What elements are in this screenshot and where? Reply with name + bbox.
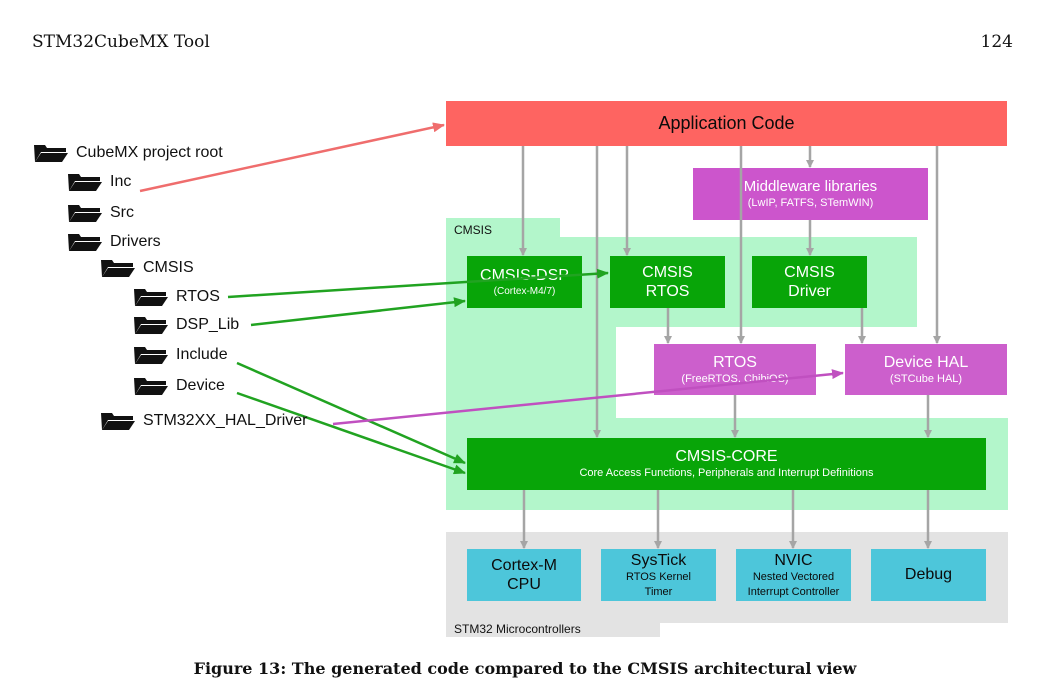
cmsis-region-left [446, 320, 616, 430]
cmsis-rtos-box: CMSIS RTOS [610, 256, 725, 308]
systick-box: SysTick RTOS Kernel Timer [601, 549, 716, 601]
cmsis-dsp-subtitle: (Cortex-M4/7) [493, 286, 556, 298]
stm32-region-label: STM32 Microcontrollers [454, 622, 581, 636]
tree-label-root: CubeMX project root [76, 144, 223, 161]
cmsis-driver-box: CMSIS Driver [752, 256, 867, 308]
tree-item-root: CubeMX project root [33, 142, 223, 164]
arrow-hal-driver-to-device-hal [332, 369, 844, 426]
page-number: 124 [980, 32, 1013, 52]
tree-item-device: Device [133, 375, 225, 397]
middleware-title: Middleware libraries [743, 177, 878, 195]
cortex-m-line1: Cortex-M [491, 556, 557, 574]
tree-item-rtos: RTOS [133, 286, 220, 308]
systick-line2: RTOS Kernel [625, 571, 691, 584]
device-hal-title: Device HAL [883, 353, 969, 371]
figure-caption: Figure 13: The generated code compared t… [193, 659, 857, 678]
tree-item-drivers: Drivers [67, 231, 161, 253]
tree-item-cmsis: CMSIS [100, 257, 194, 279]
systick-title: SysTick [630, 552, 687, 570]
folder-icon [101, 413, 135, 430]
folder-icon [68, 234, 102, 251]
arrow-dsp-lib-to-cmsis-dsp [250, 297, 466, 327]
tree-item-src: Src [67, 202, 134, 224]
tree-label-drivers: Drivers [110, 233, 161, 250]
tree-item-inc: Inc [67, 171, 131, 193]
device-hal-subtitle: (STCube HAL) [889, 372, 963, 385]
tree-item-include: Include [133, 344, 228, 366]
tree-item-hal-driver: STM32XX_HAL_Driver [100, 410, 308, 432]
debug-box: Debug [871, 549, 986, 601]
folder-icon [68, 174, 102, 191]
cortex-m-box: Cortex-M CPU [467, 549, 581, 601]
rtos-box: RTOS (FreeRTOS, ChibiOS) [654, 344, 816, 395]
page-header-title: STM32CubeMX Tool [32, 32, 210, 52]
tree-label-cmsis: CMSIS [143, 259, 194, 276]
folder-icon [134, 378, 168, 395]
device-hal-box: Device HAL (STCube HAL) [845, 344, 1007, 395]
nvic-title: NVIC [774, 552, 813, 570]
cmsis-core-subtitle: Core Access Functions, Peripherals and I… [579, 467, 874, 480]
systick-line3: Timer [644, 585, 673, 598]
folder-icon [134, 347, 168, 364]
application-code-box: Application Code [446, 101, 1007, 146]
nvic-line2: Nested Vectored [752, 571, 835, 584]
arrow-rtos-folder-to-cmsis-rtos [227, 268, 609, 299]
tree-label-dsp-lib: DSP_Lib [176, 316, 240, 333]
nvic-box: NVIC Nested Vectored Interrupt Controlle… [736, 549, 851, 601]
cmsis-driver-line2: Driver [788, 283, 831, 300]
cmsis-core-title: CMSIS-CORE [675, 448, 778, 466]
cmsis-core-box: CMSIS-CORE Core Access Functions, Periph… [467, 438, 986, 490]
debug-label: Debug [904, 566, 953, 584]
tree-label-hal-driver: STM32XX_HAL_Driver [143, 412, 308, 429]
tree-label-device: Device [176, 377, 225, 394]
application-code-label: Application Code [658, 112, 795, 133]
folder-icon [34, 145, 68, 162]
cmsis-region-label: CMSIS [454, 223, 493, 237]
cmsis-dsp-box: CMSIS-DSP (Cortex-M4/7) [467, 256, 582, 308]
folder-icon [68, 205, 102, 222]
middleware-box: Middleware libraries (LwIP, FATFS, STemW… [693, 168, 928, 220]
cortex-m-line2: CPU [507, 576, 541, 593]
cmsis-rtos-line2: RTOS [645, 283, 690, 300]
arrow-inc-to-app [139, 122, 445, 193]
arrow-include-to-core [236, 361, 466, 465]
cmsis-driver-line1: CMSIS [784, 263, 835, 281]
rtos-title: RTOS [713, 353, 757, 371]
tree-label-rtos: RTOS [176, 288, 220, 305]
folder-icon [134, 289, 168, 306]
nvic-line3: Interrupt Controller [747, 585, 840, 598]
cmsis-rtos-line1: CMSIS [642, 263, 693, 281]
middleware-subtitle: (LwIP, FATFS, STemWIN) [747, 196, 874, 209]
tree-label-include: Include [176, 346, 228, 363]
stm32-label-tab [446, 620, 660, 637]
arrow-device-to-core [236, 391, 466, 475]
tree-label-src: Src [110, 204, 134, 221]
folder-icon [101, 260, 135, 277]
tree-item-dsp-lib: DSP_Lib [133, 314, 239, 336]
tree-label-inc: Inc [110, 173, 132, 190]
folder-icon [134, 317, 168, 334]
